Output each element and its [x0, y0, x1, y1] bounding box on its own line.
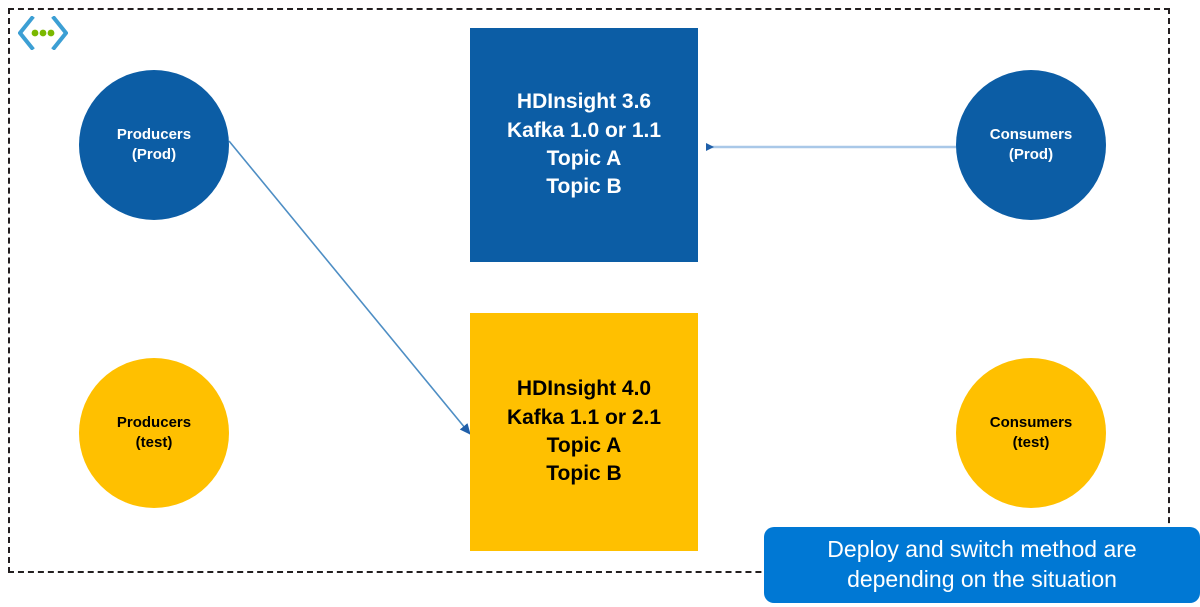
consumers-test-label-line1: Consumers: [989, 413, 1073, 431]
consumers-prod-label-line2: (Prod): [1008, 146, 1054, 163]
cluster-prod-line1: HDInsight 3.6: [516, 90, 652, 114]
cluster-test-line4: Topic B: [546, 462, 622, 486]
cluster-test-line2: Kafka 1.1 or 2.1: [506, 405, 662, 429]
producers-prod-label-line2: (Prod): [131, 146, 177, 163]
consumers-test-label-line2: (test): [1012, 434, 1050, 451]
node-consumers-test[interactable]: Consumers (test): [956, 358, 1106, 508]
cluster-hdinsight-36[interactable]: HDInsight 3.6 Kafka 1.0 or 1.1 Topic A T…: [470, 28, 698, 262]
node-producers-test[interactable]: Producers (test): [79, 358, 229, 508]
node-consumers-prod[interactable]: Consumers (Prod): [956, 70, 1106, 220]
note-banner: Deploy and switch method are depending o…: [764, 527, 1200, 603]
cluster-test-line1: HDInsight 4.0: [516, 377, 652, 401]
cluster-hdinsight-40[interactable]: HDInsight 4.0 Kafka 1.1 or 2.1 Topic A T…: [470, 313, 698, 551]
producers-prod-label-line1: Producers: [116, 125, 192, 143]
producers-test-label-line2: (test): [135, 434, 173, 451]
producers-test-label-line1: Producers: [116, 413, 192, 431]
cluster-prod-line4: Topic B: [546, 175, 622, 199]
consumers-prod-label-line1: Consumers: [989, 125, 1073, 143]
cluster-test-line3: Topic A: [546, 434, 622, 457]
cluster-prod-line2: Kafka 1.0 or 1.1: [506, 118, 662, 142]
note-banner-line2: depending on the situation: [847, 566, 1117, 592]
cluster-prod-line3: Topic A: [546, 147, 622, 170]
node-producers-prod[interactable]: Producers (Prod): [79, 70, 229, 220]
code-chevron-icon: [18, 16, 68, 50]
note-banner-line1: Deploy and switch method are: [827, 536, 1137, 563]
diagram-boundary: [8, 8, 1170, 573]
